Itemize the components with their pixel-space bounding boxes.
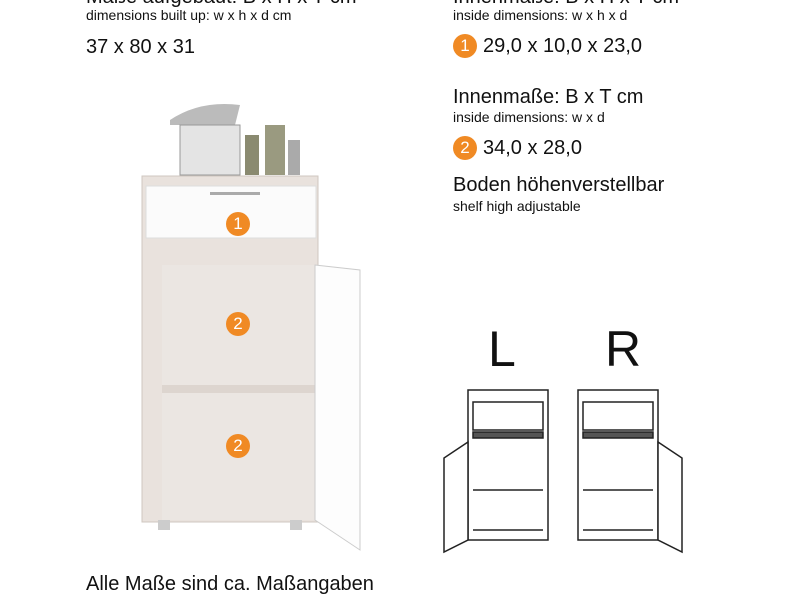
inner-dimensions-heading-1: Innenmaße: B x H x T cm (453, 0, 679, 9)
photo-badge-shelf-lower: 2 (226, 434, 256, 458)
badge-icon: 2 (226, 434, 250, 458)
photo-badge-shelf-upper: 2 (226, 312, 256, 336)
cabinet-left-door-drawing (443, 389, 549, 554)
outer-dimensions-subheading: dimensions built up: w x h x d cm (86, 7, 292, 23)
footer-note: Alle Maße sind ca. Maßangaben (86, 573, 374, 595)
outer-dimensions-heading: Maße aufgebaut: B x H x T cm (86, 0, 357, 9)
shelf-adjustable-en: shelf high adjustable (453, 198, 581, 214)
shelf-adjustable-de: Boden höhenverstellbar (453, 174, 665, 196)
photo-badge-drawer: 1 (226, 212, 256, 236)
inner-dimensions-heading-2: Innenmaße: B x T cm (453, 86, 644, 108)
inner-dimensions-value-2: 2 34,0 x 28,0 (453, 136, 582, 160)
value-2: 34,0 x 28,0 (483, 136, 582, 159)
badge-icon: 2 (226, 312, 250, 336)
badge-1: 1 (453, 34, 477, 58)
inner-dimensions-value-1: 1 29,0 x 10,0 x 23,0 (453, 34, 642, 58)
inner-dimensions-sub-1: inside dimensions: w x h x d (453, 7, 628, 23)
inner-dimensions-sub-2: inside dimensions: w x d (453, 109, 605, 125)
badge-icon: 1 (226, 212, 250, 236)
variant-right-label: R (605, 321, 642, 377)
cabinet-right-door-drawing (577, 389, 683, 554)
variant-left-label: L (488, 321, 516, 377)
badge-2: 2 (453, 136, 477, 160)
value-1: 29,0 x 10,0 x 23,0 (483, 34, 643, 57)
outer-dimensions-value: 37 x 80 x 31 (86, 36, 195, 58)
